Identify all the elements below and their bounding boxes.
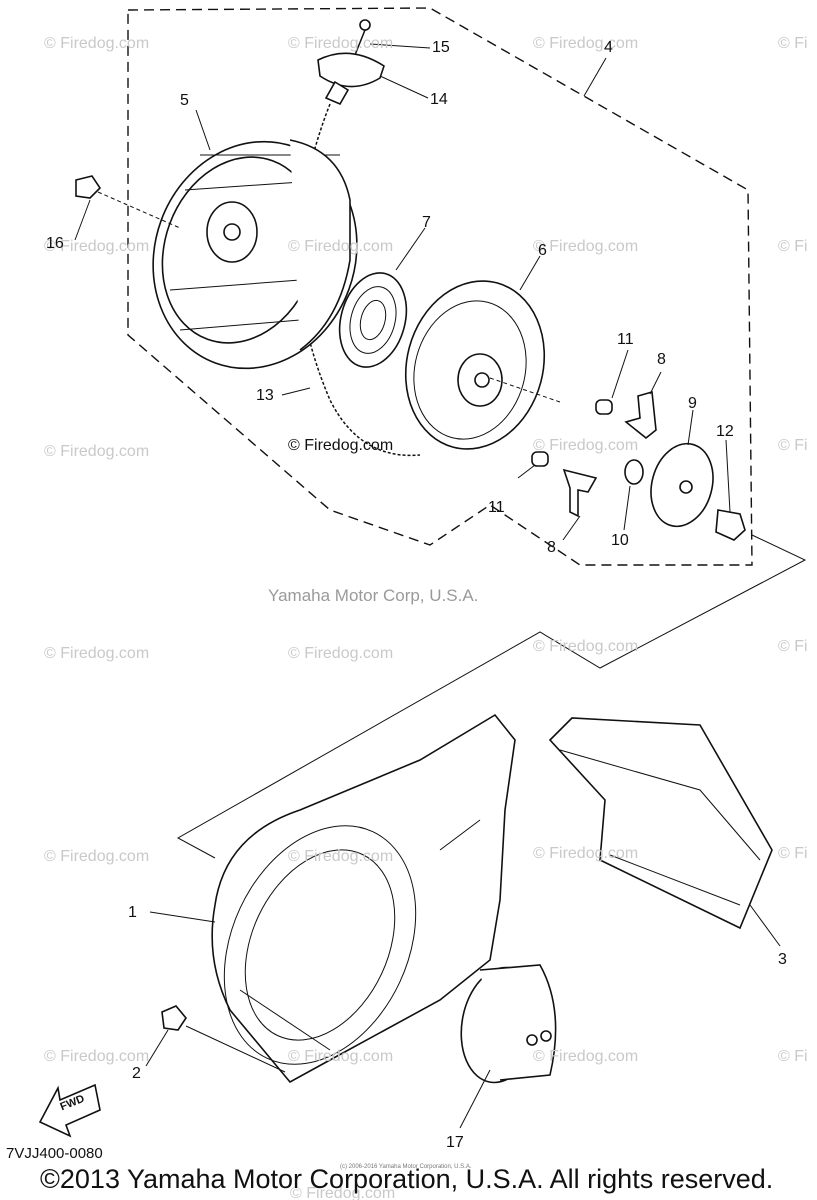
callout-3: 3 [778, 951, 787, 968]
callout-2: 2 [132, 1065, 141, 1082]
watermark-text: © Firedog.com [290, 1185, 396, 1200]
watermark-text: © Fi [778, 845, 808, 862]
fine-print-notice: (c) 2006-2016 Yamaha Motor Corporation, … [340, 1164, 472, 1170]
part-8-pawl-lower [562, 468, 598, 518]
watermark-text: © Firedog.com [44, 1048, 150, 1065]
watermark-text: © Fi [778, 35, 808, 52]
callout-9: 9 [688, 395, 697, 412]
callout-1: 1 [128, 904, 137, 921]
watermark-text: © Firedog.com [44, 443, 150, 460]
callout-12: 12 [716, 423, 734, 440]
watermark-text: © Firedog.com [288, 645, 394, 662]
watermark-text: © Firedog.com [288, 35, 394, 52]
watermark-text: © Firedog.com [533, 437, 639, 454]
watermark-text: © Firedog.com [44, 35, 150, 52]
part-8-pawl-upper [624, 390, 657, 440]
part-17-cap [460, 964, 557, 1084]
callout-14: 14 [430, 91, 448, 108]
part-11-spring-lower [531, 451, 549, 467]
callout-5: 5 [180, 92, 189, 109]
callout-11-lower: 11 [488, 499, 505, 516]
manufacturer-caption: Yamaha Motor Corp, U.S.A. [268, 586, 479, 605]
watermark-text: © Firedog.com [44, 848, 150, 865]
callout-11-upper: 11 [617, 331, 634, 348]
watermark-text: © Fi [778, 437, 808, 454]
part-7-spring [338, 272, 408, 368]
watermark-text: © Firedog.com [44, 645, 150, 662]
part-5-starter-case [152, 139, 358, 370]
part-11-spring-upper [595, 399, 613, 415]
diagram-code: 7VJJ400-0080 [6, 1145, 103, 1162]
assembly-leader [176, 534, 807, 859]
watermark-text: © Fi [778, 638, 808, 655]
part-2-bolt [161, 1005, 286, 1073]
assembly-boundary [127, 7, 753, 566]
callout-leaders [74, 43, 781, 1129]
fwd-arrow [38, 1083, 101, 1138]
watermark-text: © Firedog.com [288, 437, 394, 454]
watermark-text: © Firedog.com [288, 238, 394, 255]
part-6-pulley [404, 280, 561, 450]
callout-8-lower: 8 [547, 539, 556, 556]
watermark-text: © Firedog.com [44, 238, 150, 255]
callout-7: 7 [422, 214, 431, 231]
part-16-bolt [75, 175, 181, 229]
watermark-text: © Firedog.com [288, 1048, 394, 1065]
callout-8-upper: 8 [657, 351, 666, 368]
part-15-pin [354, 19, 371, 56]
watermark-text: © Firedog.com [533, 238, 639, 255]
callout-16: 16 [46, 235, 64, 252]
callout-17: 17 [446, 1134, 464, 1151]
watermark-text: © Fi [778, 238, 808, 255]
watermark-text: © Firedog.com [533, 35, 639, 52]
part-9-plate [650, 442, 714, 528]
part-14-handle [317, 52, 385, 106]
callout-15: 15 [432, 39, 450, 56]
callout-6: 6 [538, 242, 547, 259]
watermark-text: © Firedog.com [533, 638, 639, 655]
part-10-ring [624, 459, 644, 485]
watermark-text: © Firedog.com [533, 1048, 639, 1065]
part-12-bolt [715, 509, 746, 541]
callout-4: 4 [604, 39, 613, 56]
part-3-cover [548, 717, 773, 930]
callout-13: 13 [256, 387, 274, 404]
copyright-notice: ©2013 Yamaha Motor Corporation, U.S.A. A… [40, 1164, 774, 1194]
watermark-text: © Firedog.com [533, 845, 639, 862]
watermark-text: © Fi [778, 1048, 808, 1065]
callout-10: 10 [611, 532, 629, 549]
part-1-fan-housing [211, 713, 516, 1084]
watermark-text: © Firedog.com [288, 848, 394, 865]
